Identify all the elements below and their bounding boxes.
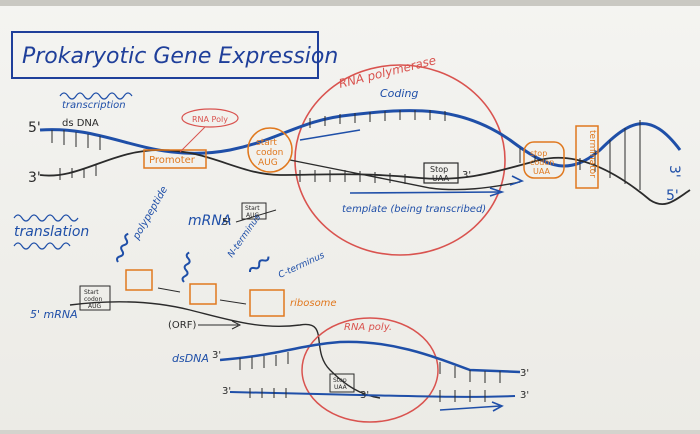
lower-dna-rungs bbox=[239, 352, 501, 402]
translation-label: translation bbox=[14, 224, 89, 240]
three-prime-lower-a: 3' bbox=[212, 350, 221, 361]
ribosome-label: ribosome bbox=[290, 298, 337, 309]
rna-poly-lower-circle bbox=[301, 317, 439, 423]
dna-rungs-right bbox=[519, 120, 641, 190]
polypeptide-chain-3 bbox=[248, 256, 270, 273]
stop-codon-right-box bbox=[523, 141, 565, 179]
rna-polymerase-circle bbox=[294, 64, 506, 256]
promoter-label: Promoter bbox=[149, 155, 196, 166]
lower-dna-coding bbox=[219, 340, 521, 374]
five-prime-top: 5' bbox=[28, 120, 41, 136]
terminator-label: terminator bbox=[587, 130, 597, 178]
three-prime-top: 3' bbox=[28, 170, 41, 186]
translation-squiggle bbox=[13, 214, 79, 222]
lower-dna-template bbox=[229, 391, 516, 398]
ribosome-2 bbox=[189, 283, 217, 305]
three-prime-lower-c: 3' bbox=[360, 390, 369, 401]
c-terminus-label: C-terminus bbox=[277, 251, 327, 281]
transcription-label: transcription bbox=[62, 100, 126, 111]
mrna-arrow-head bbox=[509, 175, 525, 186]
lower-direction-arrow bbox=[439, 405, 501, 411]
translation-arrow-2 bbox=[219, 299, 247, 305]
five-prime-right: 5' bbox=[666, 188, 679, 204]
three-prime-mid: 3' bbox=[462, 170, 471, 181]
polypeptide-chain-1 bbox=[116, 232, 129, 263]
page-title: Prokaryotic Gene Expression bbox=[22, 44, 338, 69]
dsdna-top-label: ds DNA bbox=[62, 118, 99, 129]
rna-poly-small-label: RNA Poly bbox=[192, 115, 228, 124]
polypeptide-label: polypeptide bbox=[131, 185, 171, 243]
three-prime-right: 3' bbox=[666, 165, 682, 178]
three-prime-lower-e: 3' bbox=[520, 390, 529, 401]
orf-label: (ORF) bbox=[168, 320, 196, 331]
terminator-box bbox=[575, 125, 599, 189]
translation-arrow-1 bbox=[157, 287, 181, 293]
rna-poly-small-oval bbox=[181, 108, 239, 128]
ribosome-3 bbox=[249, 289, 285, 317]
dna-rungs-left bbox=[51, 130, 101, 180]
start-codon-aug-lower-box bbox=[79, 285, 111, 311]
dna-rungs-bubble bbox=[299, 110, 446, 184]
template-arrow bbox=[349, 191, 501, 194]
stop-uaa-box-mid bbox=[423, 162, 459, 184]
mrna-transcript-top bbox=[289, 159, 521, 191]
promoter-box bbox=[143, 149, 207, 169]
start-aug-box bbox=[241, 202, 267, 220]
five-prime-mrna-lower: 5' mRNA bbox=[30, 308, 78, 321]
coding-label: Coding bbox=[380, 87, 418, 100]
board-top-frame bbox=[0, 0, 700, 6]
stop-uaa-lower-box bbox=[329, 373, 355, 393]
board-bottom-frame bbox=[0, 430, 700, 434]
polypeptide-chain-2 bbox=[181, 251, 191, 283]
dsdna-lower-label: dsDNA bbox=[172, 352, 209, 365]
title-box bbox=[11, 31, 319, 79]
three-prime-lower-d: 3' bbox=[520, 368, 529, 379]
translation-squiggle-bottom bbox=[13, 242, 71, 250]
coding-strand-top bbox=[39, 109, 682, 168]
transcription-squiggle bbox=[59, 92, 133, 100]
five-prime-mrna: 5' bbox=[222, 217, 231, 228]
three-prime-lower-b: 3' bbox=[222, 386, 231, 397]
rna-polymerase-label: RNA polymerase bbox=[337, 53, 437, 91]
direction-arrow-top bbox=[299, 129, 361, 141]
start-codon-circle bbox=[247, 127, 293, 173]
rna-poly-lower-label: RNA poly. bbox=[344, 322, 392, 333]
template-label: template (being transcribed) bbox=[342, 204, 486, 215]
mrna-label: mRNA bbox=[188, 213, 231, 229]
ribosome-1 bbox=[125, 269, 153, 291]
